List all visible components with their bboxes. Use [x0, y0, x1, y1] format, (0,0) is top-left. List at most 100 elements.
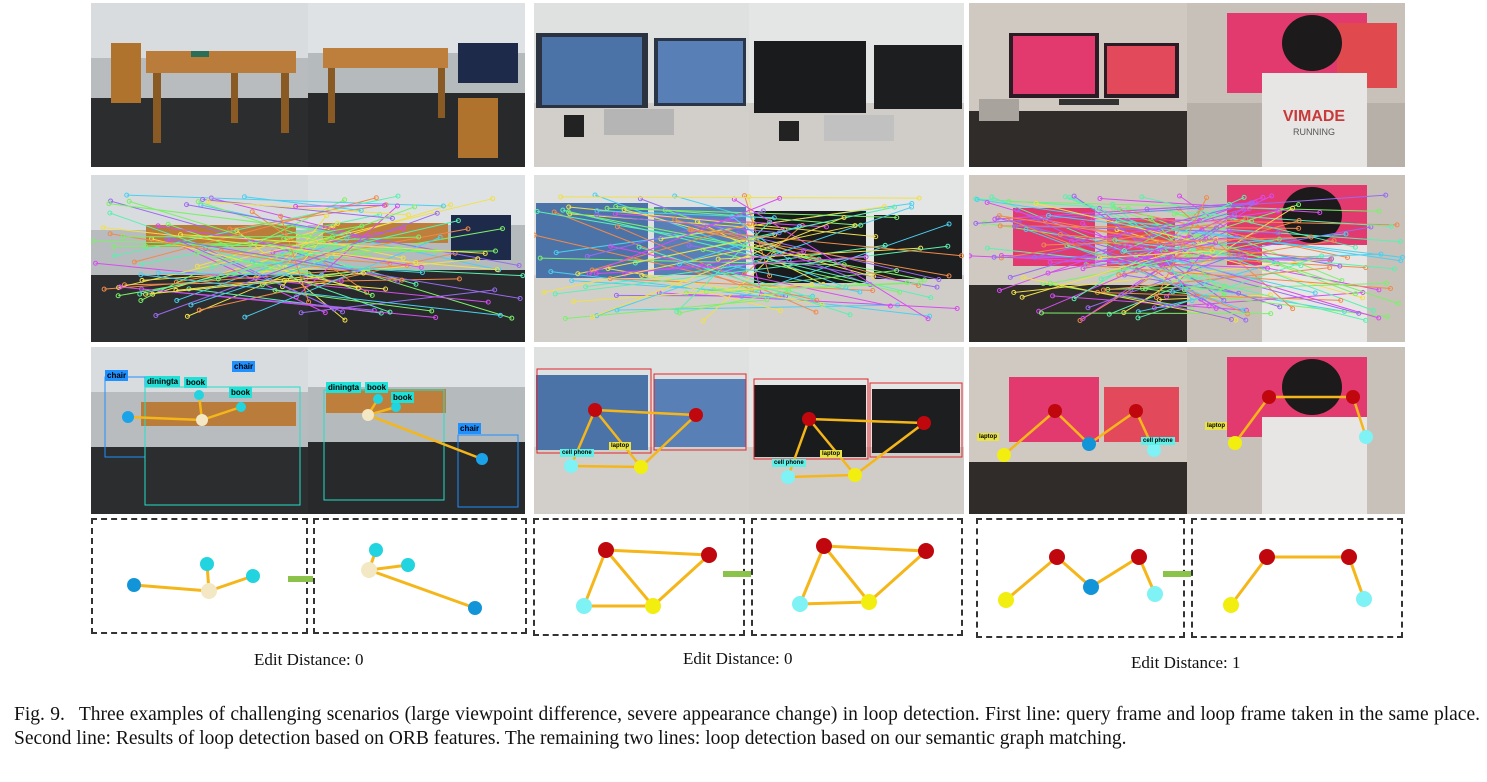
orb-keypoint	[358, 207, 364, 213]
orb-keypoint	[107, 210, 113, 216]
orb-match-line	[540, 257, 845, 266]
orb-match-line	[158, 272, 322, 276]
orb-keypoint	[344, 236, 350, 242]
orb-match-line	[1166, 226, 1372, 264]
orb-keypoint	[1388, 286, 1394, 292]
orb-keypoint	[925, 316, 931, 322]
orb-keypoint	[1121, 310, 1127, 316]
orb-keypoint	[1260, 194, 1266, 200]
orb-match-line	[284, 279, 386, 290]
det-label: cell phone	[772, 459, 806, 467]
orb-matches-ubuntu	[969, 175, 1405, 342]
orb-keypoint	[984, 245, 990, 251]
orb-keypoint	[419, 269, 425, 275]
orb-match-line	[555, 245, 948, 295]
orb-keypoint	[1170, 289, 1176, 295]
orb-match-line	[1071, 210, 1279, 242]
orb-match-line	[987, 247, 1190, 270]
orb-keypoint	[1290, 306, 1296, 312]
orb-keypoint	[378, 310, 384, 316]
orb-match-line	[1107, 285, 1225, 291]
orb-keypoint	[413, 281, 419, 287]
orb-match-line	[1137, 255, 1322, 319]
orb-keypoint	[984, 199, 990, 205]
orb-match-line	[1097, 291, 1341, 301]
orb-match-line	[560, 196, 920, 199]
orb-match-line	[134, 197, 377, 263]
orb-keypoint	[1308, 234, 1314, 240]
orb-keypoint	[1277, 304, 1283, 310]
orb-keypoint	[918, 245, 924, 251]
query-frame-ubuntu	[969, 3, 1187, 167]
orb-match-line	[999, 215, 1213, 249]
orb-keypoint	[871, 274, 877, 280]
orb-keypoint	[954, 305, 960, 311]
orb-keypoint	[272, 287, 278, 293]
graph-query-ubuntu	[976, 518, 1185, 638]
orb-keypoint	[1111, 206, 1117, 212]
orb-keypoint	[672, 217, 678, 223]
orb-keypoint	[996, 287, 1002, 293]
orb-keypoint	[916, 195, 922, 201]
orb-keypoint	[786, 288, 792, 294]
orb-keypoint	[138, 272, 144, 278]
orb-keypoint	[534, 232, 537, 238]
orb-keypoint	[594, 212, 600, 218]
orb-keypoint	[1097, 196, 1103, 202]
orb-keypoint	[735, 231, 741, 237]
orb-keypoint	[841, 214, 847, 220]
orb-keypoint	[565, 209, 571, 215]
orb-keypoint	[764, 297, 770, 303]
orb-keypoint	[584, 253, 590, 259]
orb-match-line	[126, 194, 444, 207]
orb-keypoint	[482, 250, 488, 256]
orb-keypoint	[1395, 301, 1401, 307]
orb-keypoint	[813, 309, 819, 315]
orb-keypoint	[1014, 207, 1020, 213]
orb-keypoint	[1248, 200, 1254, 206]
orb-keypoint	[100, 225, 106, 231]
semantic-detection-office: chair diningta book chair book diningta …	[91, 347, 525, 514]
orb-keypoint	[700, 318, 706, 324]
orb-match-line	[741, 223, 950, 297]
orb-match-line	[157, 225, 422, 268]
orb-keypoint	[429, 308, 435, 314]
orb-keypoint	[1121, 272, 1127, 278]
orb-keypoint	[777, 308, 783, 314]
query-frame-office	[91, 3, 308, 167]
orb-match-line	[569, 213, 786, 231]
orb-keypoint	[400, 255, 406, 261]
orb-keypoint	[560, 207, 566, 213]
orb-keypoint	[517, 295, 523, 301]
orb-match-line	[1150, 217, 1225, 295]
orb-match-line	[1036, 202, 1200, 244]
orb-keypoint	[395, 193, 401, 199]
det-label: cell phone	[560, 449, 594, 457]
orb-keypoint	[946, 221, 952, 227]
orb-match-line	[200, 204, 499, 271]
orb-match-line	[665, 209, 804, 256]
graph-loop-ubuntu	[1191, 518, 1403, 638]
orb-keypoint	[674, 309, 680, 315]
orb-keypoint	[492, 248, 498, 254]
orb-keypoint	[810, 293, 816, 299]
orb-keypoint	[355, 285, 361, 291]
orb-keypoint	[227, 226, 233, 232]
orb-keypoint	[777, 195, 783, 201]
orb-keypoint	[143, 291, 149, 297]
orb-keypoint	[1080, 266, 1086, 272]
det-label: chair	[105, 370, 129, 381]
orb-match-line	[186, 204, 520, 266]
orb-keypoint	[1204, 195, 1210, 201]
orb-keypoint	[131, 259, 137, 265]
orb-keypoint	[998, 255, 1004, 261]
orb-keypoint	[369, 292, 375, 298]
orb-keypoint	[340, 309, 346, 315]
orb-keypoint	[1228, 316, 1234, 322]
orb-keypoint	[991, 254, 997, 260]
orb-keypoint	[138, 297, 144, 303]
orb-keypoint	[1177, 193, 1183, 199]
det-label: diningta	[145, 376, 181, 387]
orb-match-line	[596, 210, 775, 219]
orb-keypoint	[1383, 192, 1389, 198]
